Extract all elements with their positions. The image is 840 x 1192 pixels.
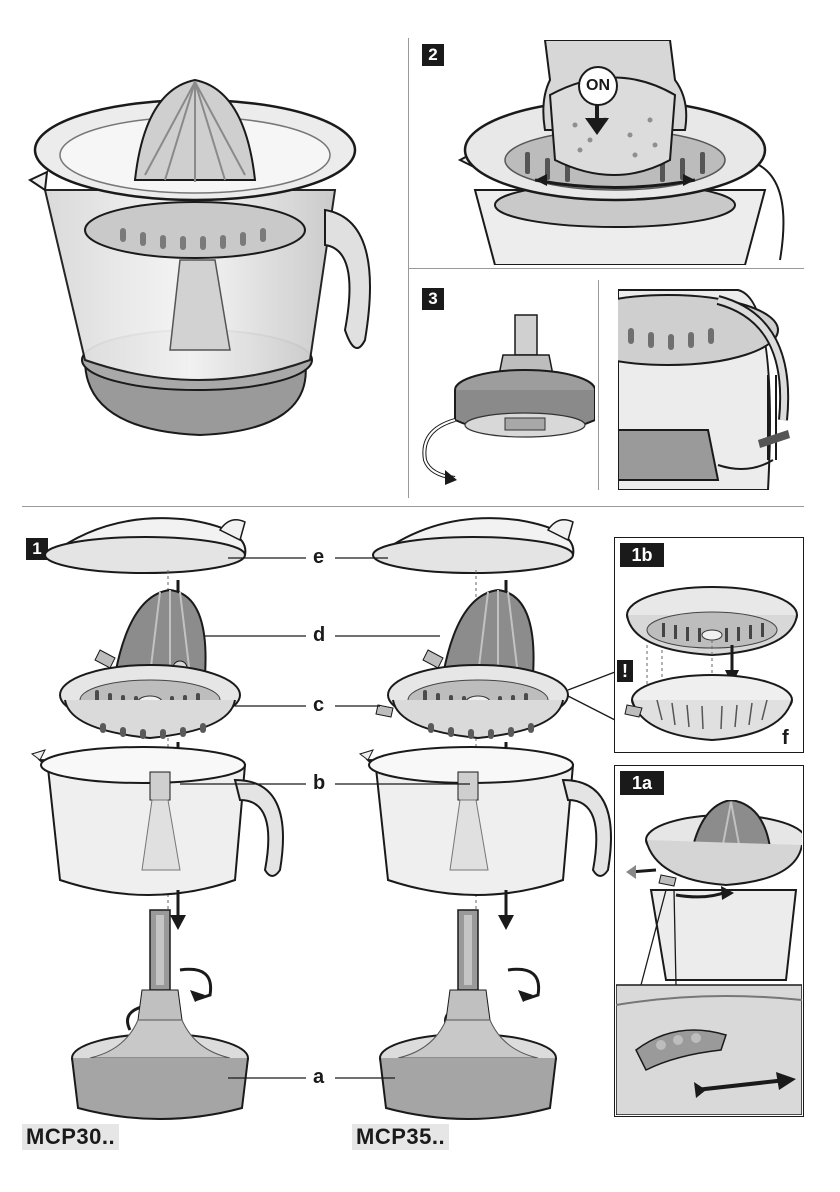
- lock-detail-illustration: [616, 800, 802, 1115]
- step-1b-badge: 1b: [620, 543, 664, 567]
- part-label-f: f: [782, 727, 789, 750]
- part-label-c: c: [313, 694, 324, 717]
- part-label-b: b: [313, 772, 325, 795]
- warning-mark-box: !: [617, 660, 633, 682]
- model-label-mcp30: MCP30..: [22, 1124, 119, 1150]
- model-label-mcp35: MCP35..: [352, 1124, 449, 1150]
- warning-mark: !: [622, 661, 628, 681]
- strainer-detail-illustration: [617, 575, 802, 750]
- part-label-e: e: [313, 546, 324, 569]
- step-1a-badge: 1a: [620, 771, 664, 795]
- part-label-d: d: [313, 624, 325, 647]
- part-label-a: a: [313, 1066, 324, 1089]
